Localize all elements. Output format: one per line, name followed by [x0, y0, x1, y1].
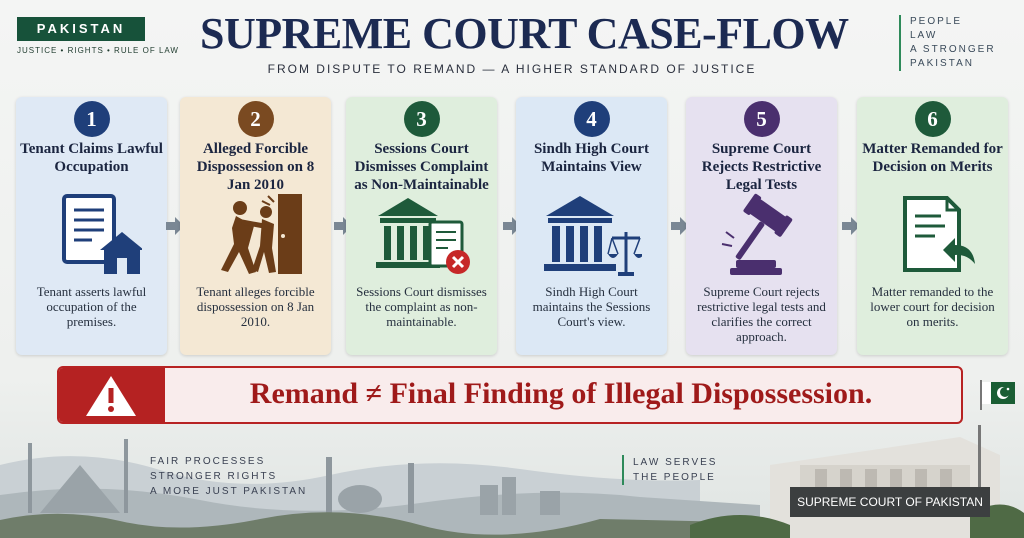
step-card-2: 2 Alleged Forcible Dispossession on 8 Ja…: [180, 97, 331, 355]
step-title: Matter Remanded for Decision on Merits: [862, 141, 1003, 175]
step-description: Tenant asserts lawful occupation of the …: [36, 284, 147, 329]
supreme-court-plaque: SUPREME COURT OF PAKISTAN: [790, 487, 990, 517]
callout-text: Remand ≠ Final Finding of Illegal Dispos…: [249, 377, 873, 410]
tagline-line: LAW: [910, 30, 938, 41]
flow-arrow-icon: [671, 217, 689, 235]
motto-line: A MORE JUST PAKISTAN: [150, 486, 308, 497]
tagline-line: PAKISTAN: [910, 58, 974, 69]
badge-subtitle: JUSTICE • RIGHTS • RULE OF LAW: [17, 46, 179, 55]
document-house-icon: [61, 194, 142, 274]
step-description: Supreme Court rejects restrictive legal …: [697, 284, 826, 344]
step-title: Tenant Claims Lawful Occupation: [20, 141, 163, 175]
courthouse-rejected-document-icon: [375, 198, 470, 274]
footer-motto: FAIR PROCESSES STRONGER RIGHTS A MORE JU…: [150, 454, 307, 499]
motto-line: LAW SERVES: [633, 457, 718, 468]
step-title: Sessions Court Dismisses Complaint as No…: [354, 141, 489, 193]
pakistan-flag-icon: [980, 380, 1015, 410]
step-number: 2: [237, 101, 274, 137]
warning-triangle-icon: [86, 376, 136, 416]
step-number: 6: [914, 101, 951, 137]
step-title: Alleged Forcible Dispossession on 8 Jan …: [196, 141, 315, 193]
motto-line: THE PEOPLE: [633, 472, 716, 483]
step-description: Tenant alleges forcible dispossession on…: [196, 284, 315, 329]
step-number: 5: [743, 101, 780, 137]
tagline-line: A STRONGER: [910, 44, 996, 55]
courthouse-scales-icon: [543, 196, 642, 276]
page-subtitle: FROM DISPUTE TO REMAND — A HIGHER STANDA…: [267, 62, 757, 76]
flow-arrow-icon: [842, 217, 860, 235]
step-card-6: 6 Matter Remanded for Decision on Merits…: [857, 97, 1008, 355]
step-number: 4: [573, 101, 610, 137]
tagline-line: PEOPLE: [910, 16, 963, 27]
pushing-figures-door-icon: [220, 194, 302, 274]
page-title: SUPREME COURT CASE-FLOW: [200, 9, 849, 58]
step-description: Sessions Court dismisses the complaint a…: [356, 284, 487, 329]
pakistan-badge: PAKISTAN: [17, 17, 145, 41]
footer-motto-right: LAW SERVES THE PEOPLE: [622, 455, 717, 485]
step-title: Sindh High Court Maintains View: [533, 141, 650, 175]
step-card-5: 5 Supreme Court Rejects Restrictive Lega…: [686, 97, 837, 355]
warning-box: [59, 368, 165, 422]
motto-line: STRONGER RIGHTS: [150, 471, 278, 482]
motto-line: FAIR PROCESSES: [150, 456, 266, 467]
flow-arrow-icon: [166, 217, 184, 235]
skyline-illustration: [0, 425, 1024, 538]
header-tagline: PEOPLE LAW A STRONGER PAKISTAN: [899, 15, 996, 71]
step-description: Matter remanded to the lower court for d…: [870, 284, 995, 329]
step-number: 1: [73, 101, 110, 137]
step-card-1: 1 Tenant Claims Lawful Occupation Tenant…: [16, 97, 167, 355]
step-card-3: 3 Sessions Court Dismisses Complaint as …: [346, 97, 497, 355]
remand-callout: Remand ≠ Final Finding of Illegal Dispos…: [57, 366, 963, 424]
document-return-arrow-icon: [902, 196, 975, 272]
gavel-icon: [721, 193, 792, 275]
step-title: Supreme Court Rejects Restrictive Legal …: [701, 141, 822, 193]
step-number: 3: [403, 101, 440, 137]
step-description: Sindh High Court maintains the Sessions …: [532, 284, 651, 329]
step-card-4: 4 Sindh High Court Maintains View Sindh …: [516, 97, 667, 355]
